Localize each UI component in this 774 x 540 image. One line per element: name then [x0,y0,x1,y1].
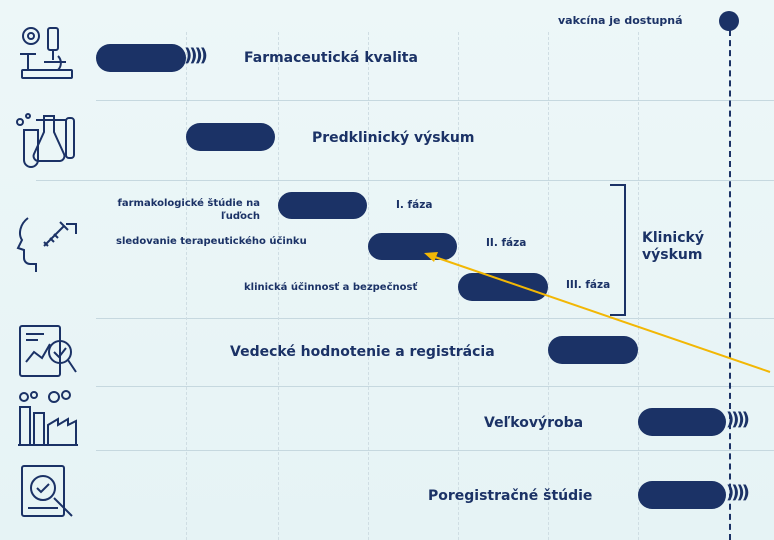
phase1-label: I. fáza [396,199,433,211]
grid-line [548,32,549,540]
milestone-label: vakcína je dostupná [558,14,683,27]
phase1-description: farmakologické štúdie na ľuďoch [117,198,260,222]
continuation-waves-icon: )))) [726,482,750,503]
grid-line [638,32,639,540]
row-divider [96,318,774,319]
production-label: Veľkovýroba [484,415,584,431]
postreg-label: Poregistračné štúdie [428,488,593,504]
postreg-bar [638,481,726,509]
row-divider [36,180,774,181]
assessment-label: Vedecké hodnotenie a registrácia [230,344,495,360]
factory-icon [14,389,80,449]
clinical-group-label: Klinický výskum [642,230,704,263]
row-divider [96,100,774,101]
certificate-magnifier-icon [14,462,80,522]
milestone-dot [719,11,739,31]
row-divider [96,386,774,387]
clinical-bracket [610,184,626,316]
pharma-label: Farmaceutická kvalita [244,50,418,66]
grid-line [278,32,279,540]
vaccination-icon [14,212,80,272]
row-divider [96,450,774,451]
continuation-waves-icon: )))) [184,45,208,66]
phase1-bar [278,192,367,219]
microscope-icon [14,22,80,82]
lab-flasks-icon [14,108,80,168]
phase3-description: klinická účinnosť a bezpečnosť [244,282,418,293]
grid-line [186,32,187,540]
grid-line [368,32,369,540]
milestone-line [729,30,731,540]
phase2-bar [368,233,457,260]
phase2-label: II. fáza [486,237,527,249]
report-magnifier-icon [14,322,80,382]
production-bar [638,408,726,436]
preclinical-label: Predklinický výskum [312,130,475,146]
phase3-bar [458,273,548,301]
pharma-bar [96,44,186,72]
preclinical-bar [186,123,275,151]
continuation-waves-icon: )))) [726,409,750,430]
phase2-description: sledovanie terapeutického účinku [116,236,307,247]
phase3-label: III. fáza [566,279,611,291]
assessment-bar [548,336,638,364]
